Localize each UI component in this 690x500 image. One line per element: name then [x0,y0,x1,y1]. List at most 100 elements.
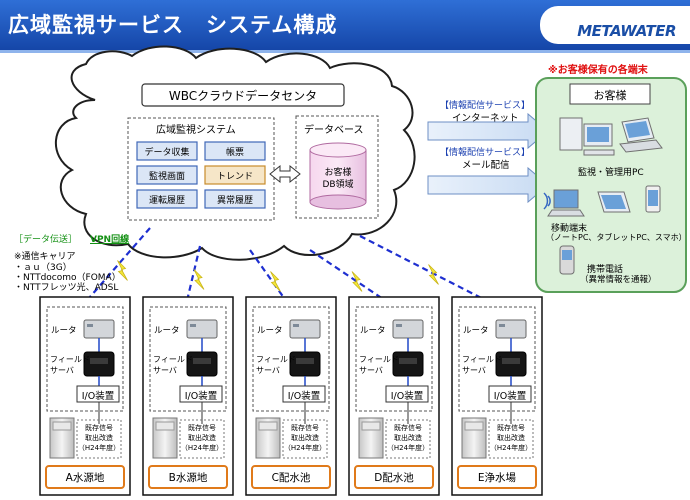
equipment-box [149,306,227,412]
cloud-title-box [141,83,345,107]
existing-signal-box [385,419,431,459]
router-led [87,324,93,327]
site-name: D配水池 [374,472,414,484]
existing-signal-box [76,419,122,459]
router-label: ルータ [51,326,77,336]
existing-signal-label: 既存信号 取出改造 （H24年度） [180,424,224,452]
field-server-label: フィールド サーバ [153,355,193,375]
existing-signal-box [179,419,225,459]
cabinet-window [361,421,381,431]
field-server-label: フィールド サーバ [256,355,296,375]
router-icon [83,319,115,339]
db-cylinder [309,142,367,210]
cabinet-window [155,421,175,431]
router-label: ルータ [154,326,180,336]
existing-signal-label: 既存信号 取出改造 （H24年度） [386,424,430,452]
customer-note: ※お客様保有の各端末 [548,65,648,76]
io-label: I/O装置 [287,391,321,402]
site-name: B水源地 [168,472,208,484]
site-name: C配水池 [271,472,311,484]
header-bar: 広域監視サービス システム構成 METAWATER [0,0,690,50]
mobile-sub-label: （ノートPC、タブレットPC、スマホ） [546,233,687,242]
existing-signal-label: 既存信号 取出改造 （H24年度） [283,424,327,452]
io-box [179,385,223,403]
carrier-item: ・ａｕ（3G） [14,263,72,273]
module-label: トレンド [216,172,253,182]
vpn-link [309,249,393,306]
field-server-panel [90,358,108,364]
existing-signal-box [282,419,328,459]
vpn-link [249,249,290,306]
lightning-icon [428,264,439,285]
router-icon [289,319,321,339]
module-box [136,141,198,161]
field-server-panel [399,358,417,364]
field-server-label: フィールド サーバ [462,355,502,375]
lightning-icon [270,271,281,292]
lightning-icon [193,269,205,290]
smartphone-icon [645,185,661,213]
site-name-box [457,465,537,489]
existing-signal-label: 既存信号 取出改造 （H24年度） [489,424,533,452]
lightning-icon [351,271,363,292]
io-label: I/O装置 [390,391,424,402]
io-label: I/O装置 [493,391,527,402]
router-led [396,324,402,327]
router-icon [495,319,527,339]
database-box [295,115,379,219]
router-icon [392,319,424,339]
equipment-box [458,306,536,412]
site-name: E浄水場 [477,472,517,484]
info-service-mail-title: 【情報配信サービス】 [440,148,531,158]
vpn-link [359,235,496,306]
io-box [385,385,429,403]
cloud-title: WBCクラウドデータセンタ [168,89,318,103]
metawater-logo: METAWATER [577,22,676,40]
router-label: ルータ [257,326,283,336]
phone-sub-label: （異常情報を通報） [580,275,657,285]
module-label: 異常履歴 [216,196,253,206]
site-name-box [148,465,228,489]
vpn-link [82,227,151,306]
io-label: I/O装置 [81,391,115,402]
customer-panel [535,77,687,293]
equipment-box [46,306,124,412]
module-label: 監視画面 [148,172,185,182]
module-label: 運転履歴 [148,196,185,206]
equipment-box [252,306,330,412]
field-server-label: フィールド サーバ [359,355,399,375]
cabinet-window [258,421,278,431]
info-service-internet-channel: インターネット [452,113,519,124]
notebook-pc-icon [547,189,585,217]
vpn-label: VPN回線 [90,235,130,245]
site-name-box [354,465,434,489]
header-divider [0,50,690,53]
service-arrow-mail [427,166,549,204]
carrier-item: ・NTTdocomo（FOMA） [14,273,121,283]
customer-title-box [569,83,651,105]
desktop-pc-icon [559,117,615,156]
module-label: 帳票 [225,148,244,158]
lightning-icon [117,260,128,281]
laptop-icon [619,117,663,153]
site-name-box [251,465,331,489]
database-title: データベース [304,125,364,136]
equipment-box [355,306,433,412]
module-box [204,189,266,209]
module-box [204,141,266,161]
vpn-link [184,245,202,306]
pc-label: 監視・管理用PC [578,168,644,178]
info-service-mail-channel: メール配信 [462,160,510,171]
info-service-internet-title: 【情報配信サービス】 [440,101,531,111]
io-box [488,385,532,403]
monitoring-system-title: 広域監視システム [156,125,236,136]
cabinet-window [52,421,72,431]
io-box [282,385,326,403]
module-box [136,165,198,185]
field-server-label: フィールド サーバ [50,355,90,375]
router-icon [186,319,218,339]
cabinet-window [464,421,484,431]
io-box [76,385,120,403]
transmission-title: ［データ伝送］ [14,235,78,245]
